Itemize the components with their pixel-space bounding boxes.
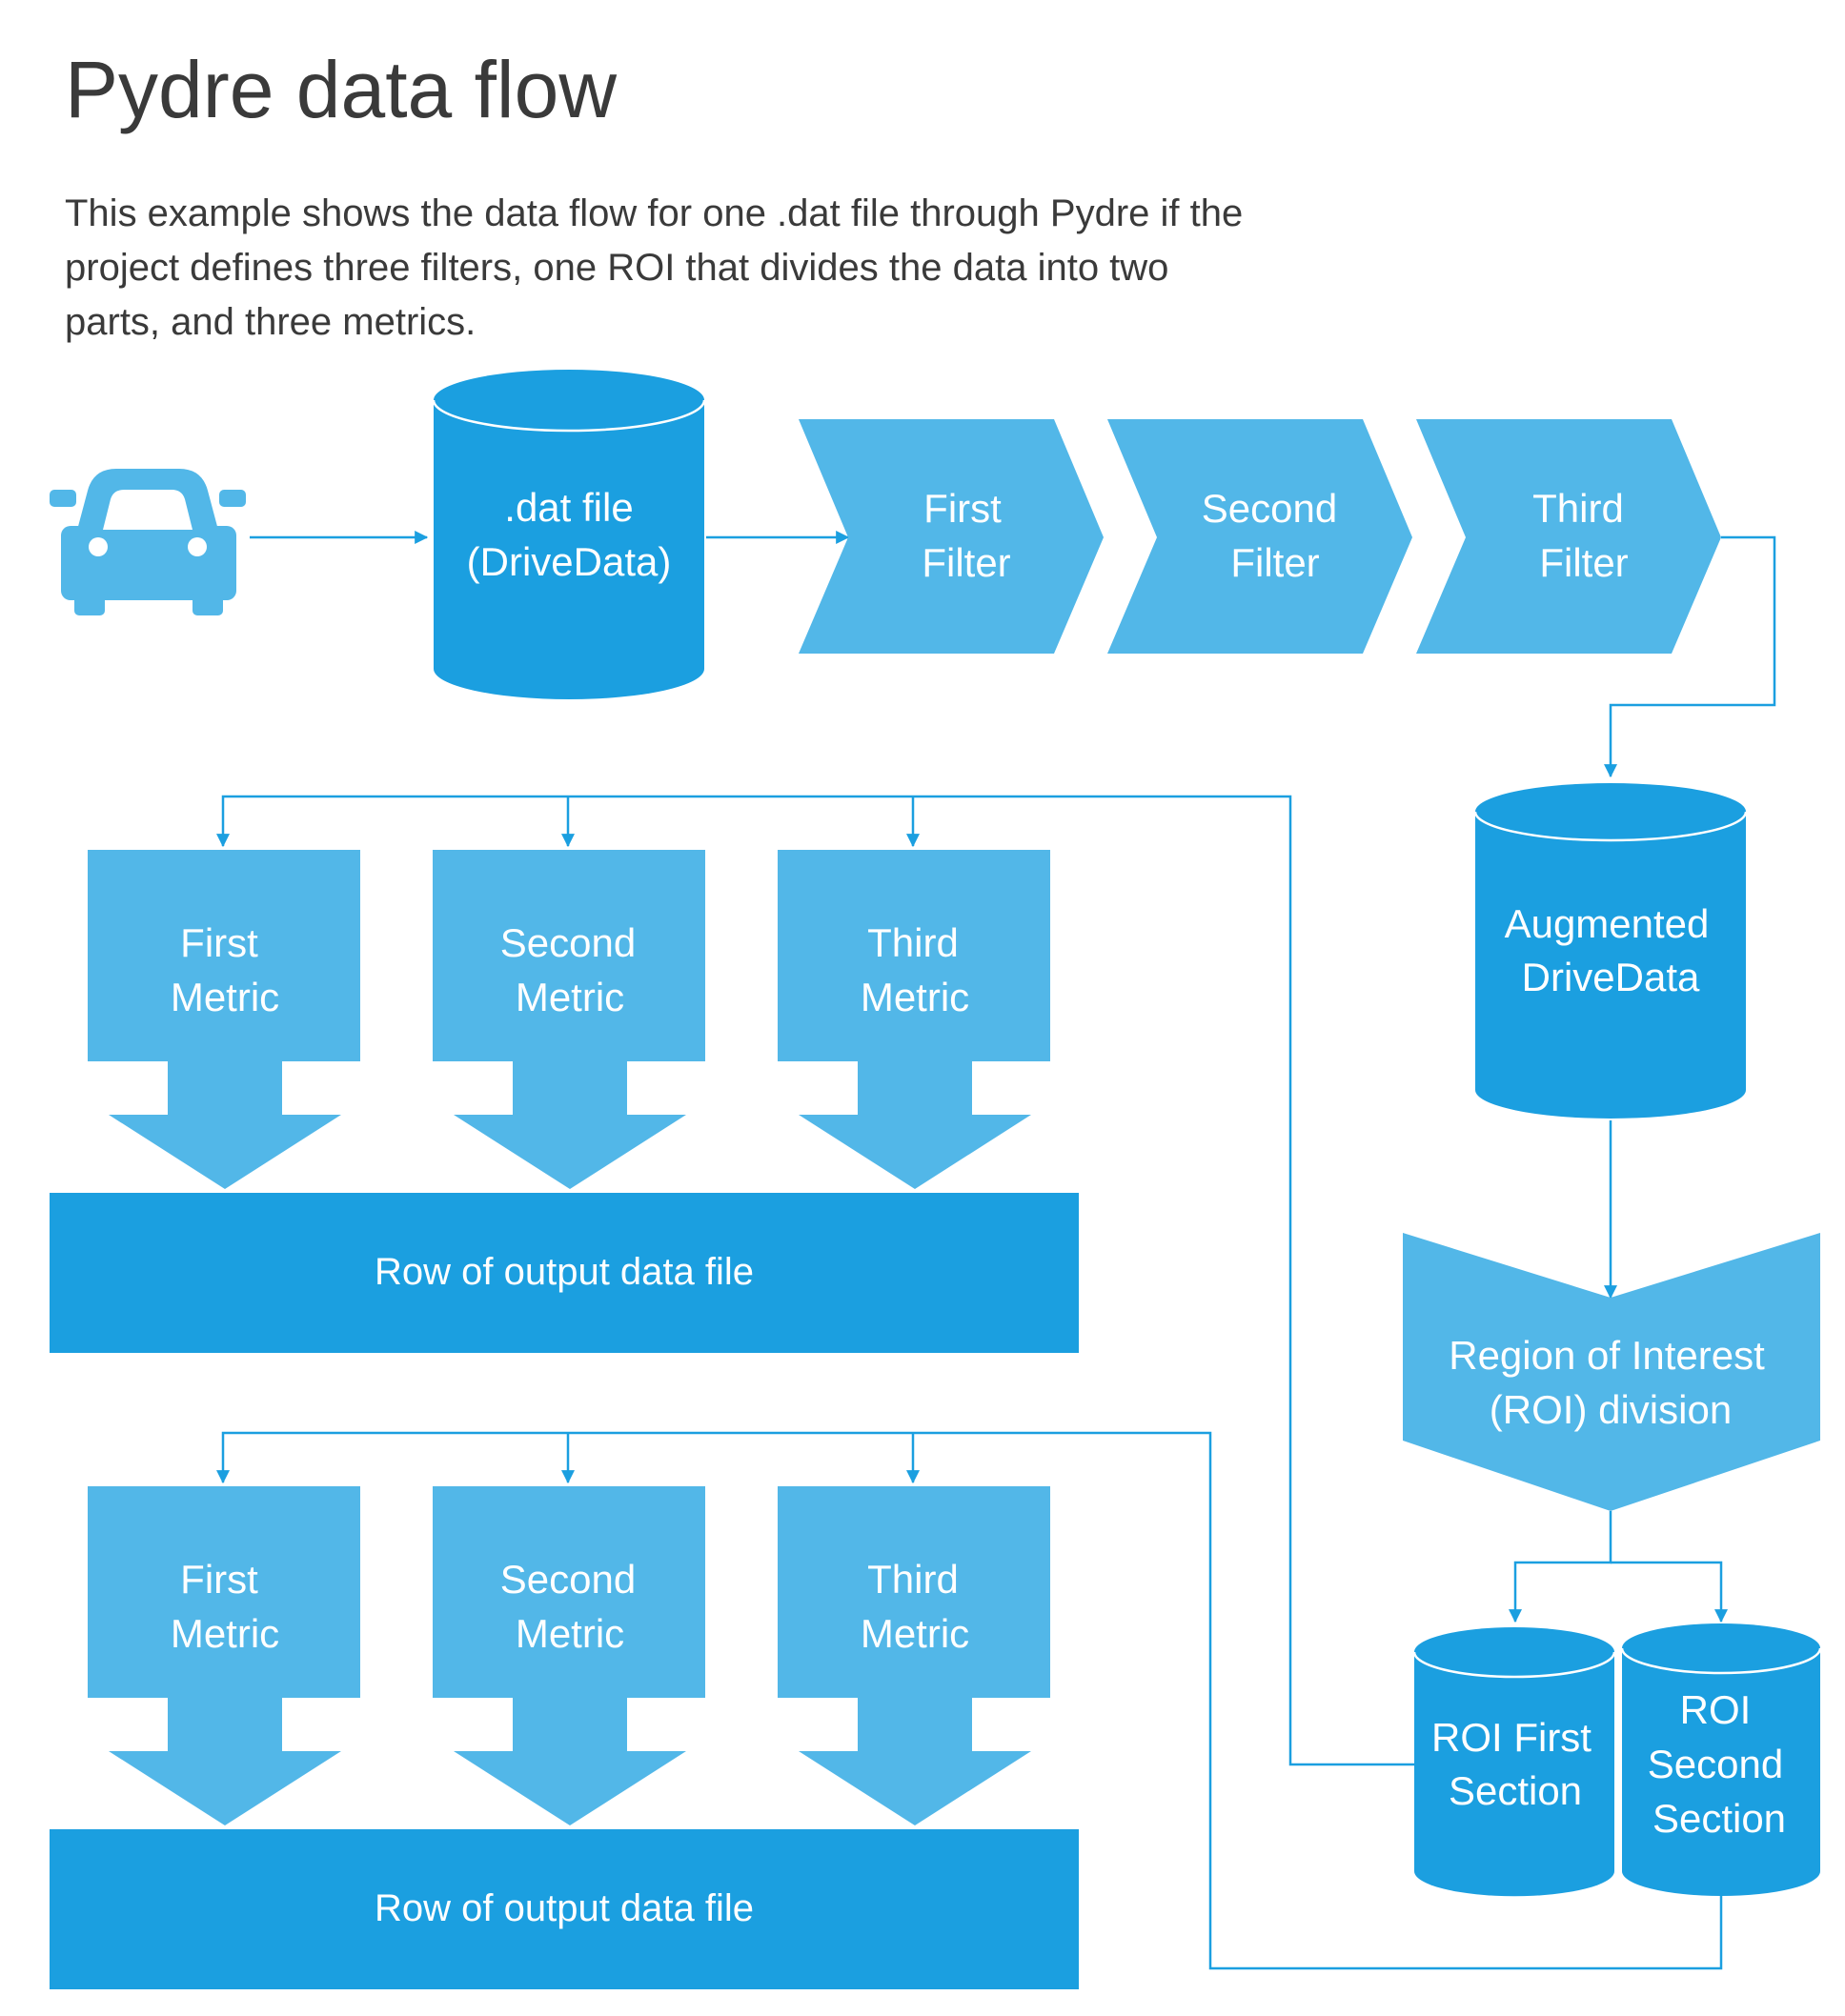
filter-first: First Filter xyxy=(799,419,1104,654)
filter-third: Third Filter xyxy=(1416,419,1721,654)
augmented-label-line1: Augmented xyxy=(1505,901,1710,946)
filter-second-label-line2: Filter xyxy=(1230,540,1319,585)
filter-second-label-line1: Second xyxy=(1202,486,1337,531)
metric-third: Third Metric xyxy=(778,850,1050,1189)
car-icon xyxy=(50,469,246,615)
metric-first-label-line1: First xyxy=(180,1557,258,1602)
dat-file-cylinder: .dat file (DriveData) xyxy=(432,370,706,699)
roi-first-section-cylinder: ROI First Section xyxy=(1412,1627,1616,1897)
metric-first-label-line2: Metric xyxy=(171,1611,279,1656)
filter-first-label-line1: First xyxy=(923,486,1002,531)
page-title: Pydre data flow xyxy=(65,45,617,134)
description: This example shows the data flow for one… xyxy=(65,192,1244,343)
output-row-1-label: Row of output data file xyxy=(375,1251,754,1293)
output-row-2-label: Row of output data file xyxy=(375,1887,754,1929)
filter-third-label-line1: Third xyxy=(1532,486,1624,531)
metric-first-label-line2: Metric xyxy=(171,975,279,1019)
roi-division-shape: Region of Interest (ROI) division xyxy=(1403,1233,1820,1511)
metric-second: Second Metric xyxy=(433,850,705,1189)
metric-second-label-line2: Metric xyxy=(516,975,624,1019)
metric-group-2: First Metric Second Metric Third Metric … xyxy=(50,1486,1079,1989)
metric-first-label-line1: First xyxy=(180,920,258,965)
output-row-1: Row of output data file xyxy=(50,1193,1079,1353)
metric-third-label-line2: Metric xyxy=(861,975,969,1019)
roi-second-label-line3: Section xyxy=(1652,1796,1786,1841)
roi-first-label-line1: ROI First xyxy=(1431,1715,1592,1760)
connector-roi-split xyxy=(1509,1511,1612,1623)
connector-roi-split-second xyxy=(1611,1561,1728,1623)
roi-division-label-line1: Region of Interest xyxy=(1449,1333,1765,1378)
metric-first: First Metric xyxy=(88,1486,360,1825)
connector-roi-second-to-metrics xyxy=(216,1431,1723,1970)
roi-second-section-cylinder: ROI Second Section xyxy=(1620,1623,1822,1896)
roi-division-label-line2: (ROI) division xyxy=(1490,1387,1732,1432)
metric-second: Second Metric xyxy=(433,1486,705,1825)
roi-first-label-line2: Section xyxy=(1449,1768,1582,1813)
metric-second-label-line1: Second xyxy=(500,920,636,965)
metric-third-label-line2: Metric xyxy=(861,1611,969,1656)
metric-third-label-line1: Third xyxy=(867,1557,959,1602)
dat-file-label-line1: .dat file xyxy=(504,485,633,530)
connector-roi-first-to-metrics xyxy=(216,795,1414,1766)
roi-second-label-line1: ROI xyxy=(1680,1687,1752,1732)
filter-third-label-line2: Filter xyxy=(1539,540,1628,585)
output-row-2: Row of output data file xyxy=(50,1829,1079,1989)
filter-first-label-line2: Filter xyxy=(922,540,1010,585)
metric-first: First Metric xyxy=(88,850,360,1189)
roi-second-label-line2: Second xyxy=(1648,1742,1783,1786)
connector-filter-to-augmented xyxy=(1604,535,1776,778)
dat-file-label-line2: (DriveData) xyxy=(467,539,672,584)
augmented-label-line2: DriveData xyxy=(1522,955,1700,999)
augmented-drivedata-cylinder: Augmented DriveData xyxy=(1473,783,1748,1119)
metric-group-1: First Metric Second Metric Third Metric … xyxy=(50,850,1079,1353)
metric-second-label-line2: Metric xyxy=(516,1611,624,1656)
metric-second-label-line1: Second xyxy=(500,1557,636,1602)
filter-second: Second Filter xyxy=(1107,419,1412,654)
metric-third: Third Metric xyxy=(778,1486,1050,1825)
metric-third-label-line1: Third xyxy=(867,920,959,965)
